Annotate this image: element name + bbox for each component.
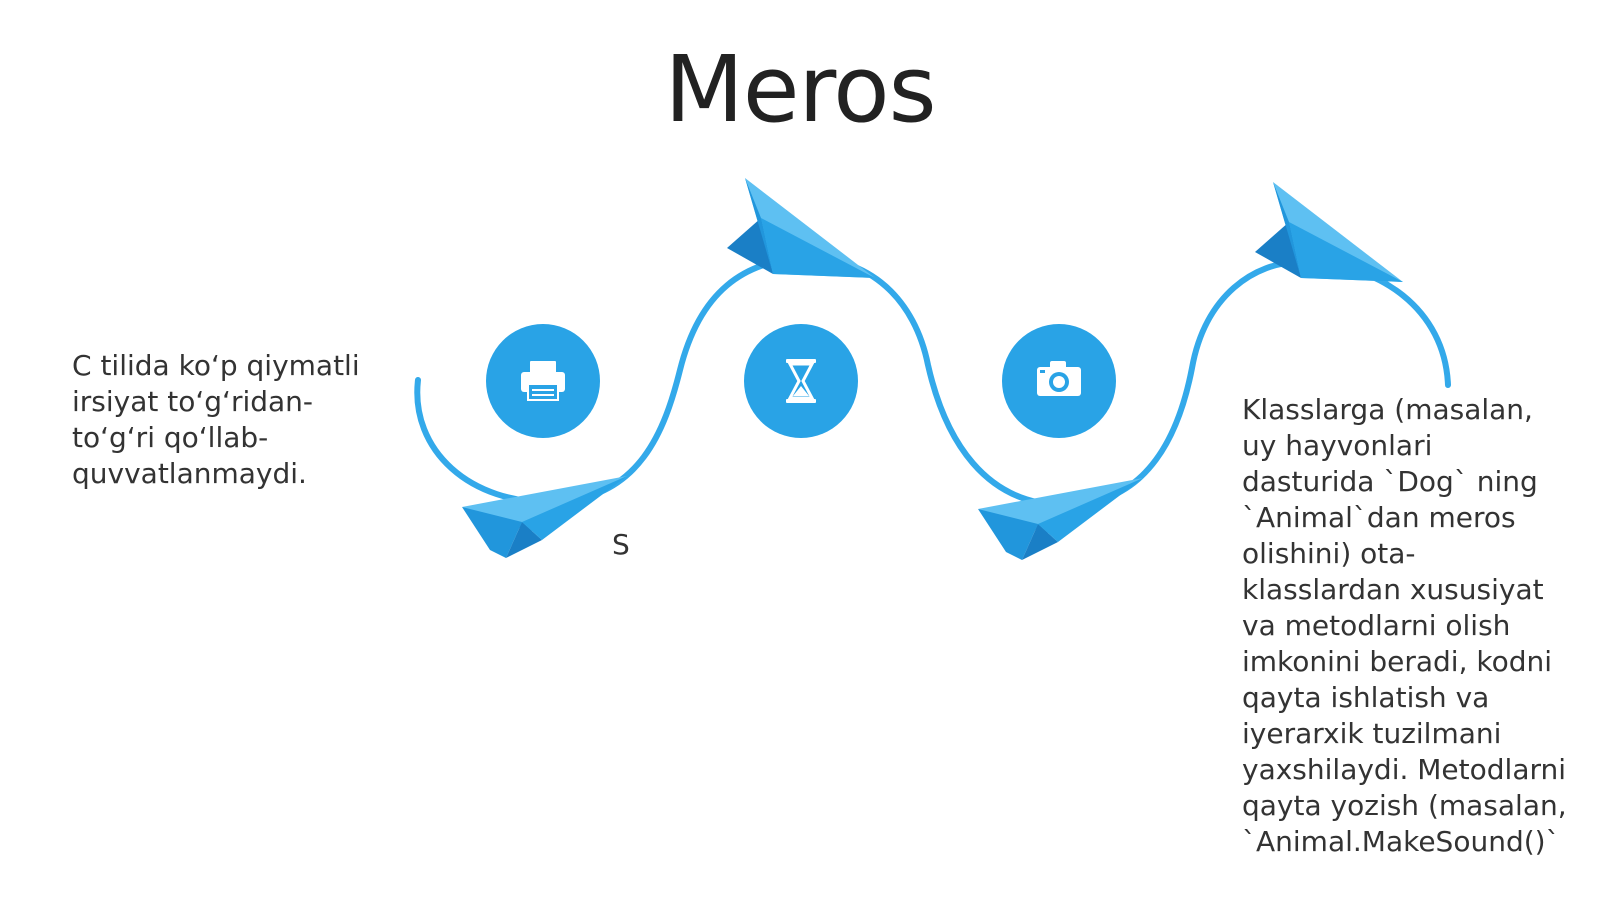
hourglass-circle bbox=[744, 324, 858, 438]
camera-circle bbox=[1002, 324, 1116, 438]
paper-plane-2 bbox=[727, 178, 875, 278]
paper-plane-4 bbox=[1255, 182, 1403, 282]
slide-title: Meros bbox=[664, 36, 937, 143]
paper-plane-1 bbox=[462, 476, 627, 558]
printer-icon bbox=[521, 361, 565, 401]
paper-plane-3 bbox=[978, 478, 1143, 560]
camera-icon bbox=[1037, 361, 1081, 396]
right-description: Klasslarga (masalan, uy hayvonlari dastu… bbox=[1242, 393, 1567, 858]
stray-label: S bbox=[612, 528, 630, 561]
printer-circle bbox=[486, 324, 600, 438]
left-description: C tilida ko‘p qiymatli irsiyat to‘g‘rida… bbox=[72, 349, 360, 490]
hourglass-icon bbox=[786, 359, 816, 403]
